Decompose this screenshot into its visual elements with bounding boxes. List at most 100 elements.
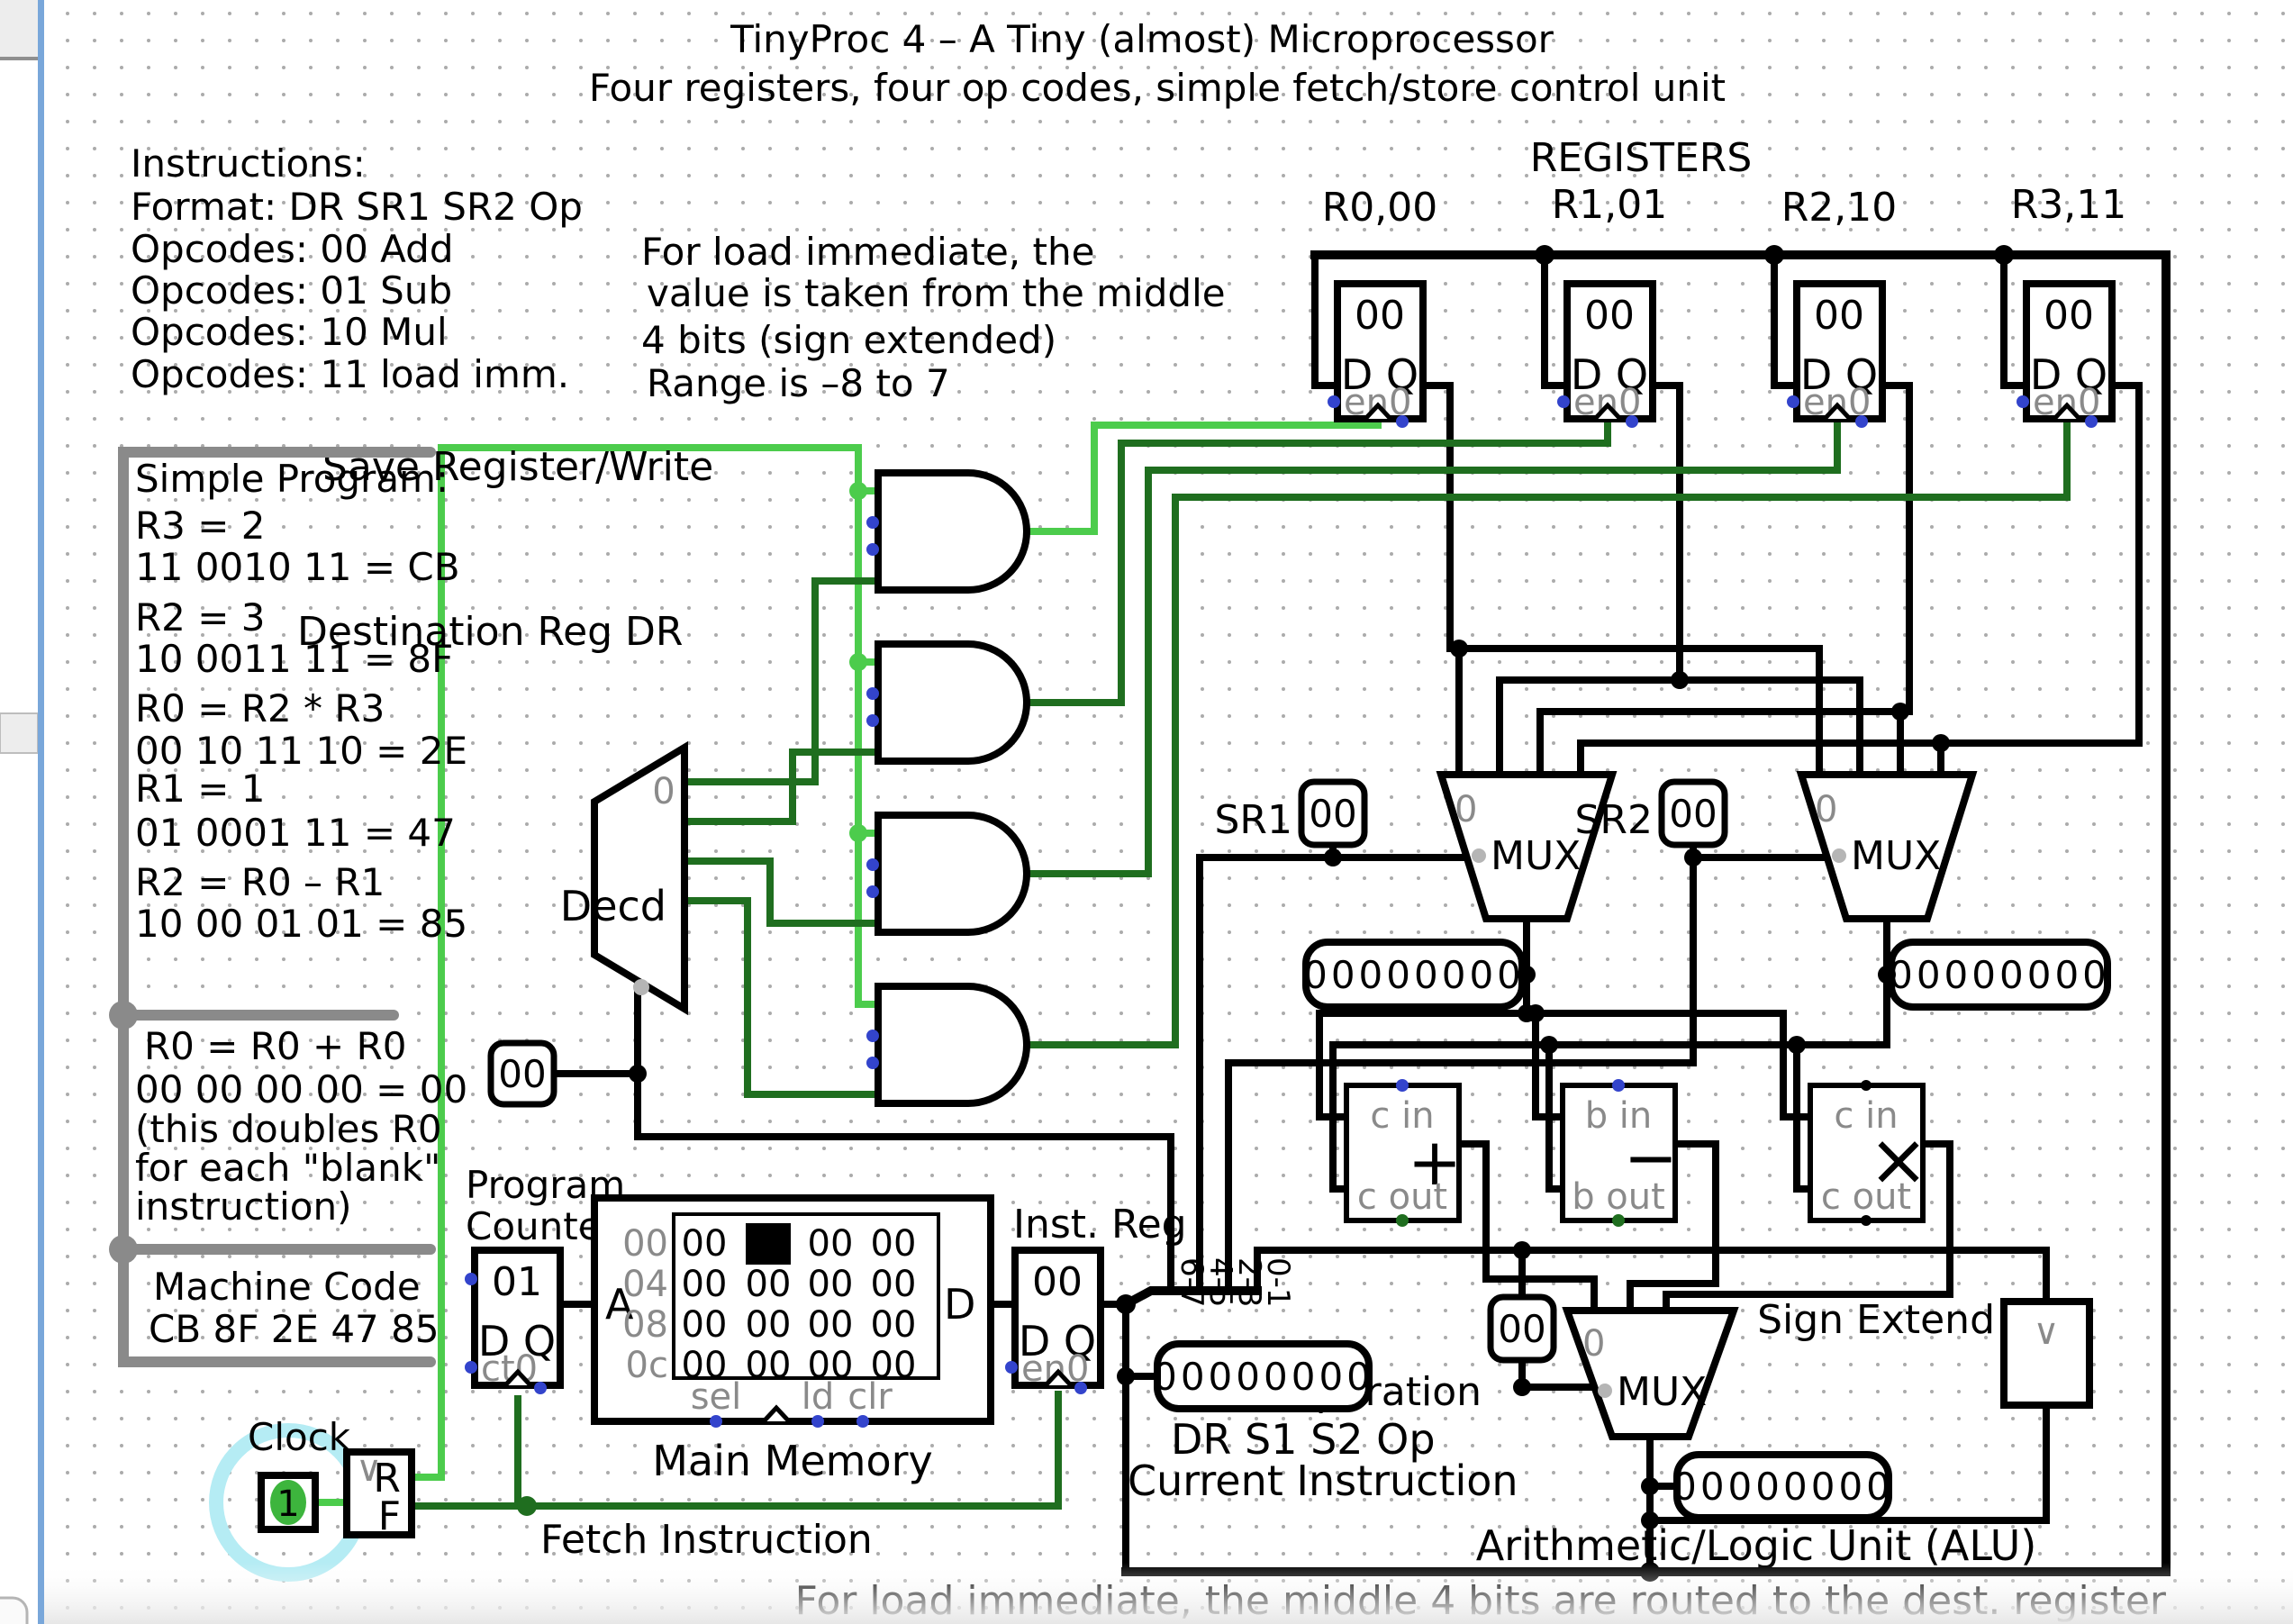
machine-code-heading: Machine Code — [153, 1265, 421, 1309]
floating-pin-dots — [465, 395, 2098, 1428]
and-gate-r2 — [875, 812, 1030, 936]
memory-cell[interactable]: 00 — [682, 1304, 728, 1346]
edge-detector: ∨ R F — [343, 1448, 415, 1539]
instructions-line: Opcodes: 11 load imm. — [131, 352, 569, 396]
ir-value: 00 — [1032, 1259, 1083, 1305]
memory-sel-label: sel — [691, 1376, 742, 1418]
sr1-mux-sel0: 0 — [1455, 789, 1477, 830]
memory-cell[interactable]: 00 — [871, 1264, 917, 1305]
memory-cell[interactable]: 00 — [871, 1304, 917, 1346]
decoder-select-constant[interactable]: 00 — [487, 1039, 557, 1108]
register-r0-pins: D Q — [1341, 350, 1418, 399]
sr1-label: SR1 — [1215, 797, 1293, 843]
memory-addr-2: 08 — [622, 1304, 668, 1346]
clock-input[interactable]: 1 — [258, 1472, 319, 1533]
imm-note-line: 4 bits (sign extended) — [641, 318, 1056, 362]
adder: c in + c out — [1344, 1083, 1462, 1223]
register-r3: 00 D Q en0 — [2023, 280, 2116, 423]
program-line: R0 = R2 * R3 — [135, 686, 385, 730]
instructions-note: Instructions: Format: DR SR1 SR2 Op Opco… — [131, 141, 583, 396]
register-r1-value: 00 — [1584, 293, 1635, 339]
sr2-mux-select-pin — [1832, 848, 1846, 863]
adder-cin-label: c in — [1370, 1095, 1434, 1137]
decoder: 0 Decd — [560, 740, 688, 1016]
program-heading: Simple Program: — [135, 457, 449, 501]
memory-cell[interactable]: 00 — [746, 1264, 792, 1305]
pc-clock-triangle — [503, 1368, 532, 1387]
sr1-mux-label: MUX — [1491, 833, 1581, 879]
program-line: R0 = R0 + R0 — [144, 1024, 407, 1068]
memory-table[interactable] — [672, 1212, 940, 1380]
imm-note-line: For load immediate, the — [641, 230, 1094, 274]
sr1-mux: 0 MUX — [1436, 771, 1618, 922]
sr2-select-constant[interactable]: 00 — [1658, 778, 1728, 848]
and-gate-r0 — [875, 469, 1030, 594]
memory-cell[interactable]: 00 — [746, 1304, 792, 1346]
memory-cell[interactable]: 00 — [871, 1345, 917, 1386]
sr1-select-constant[interactable]: 00 — [1298, 778, 1368, 848]
memory-cell[interactable]: 00 — [746, 1345, 792, 1386]
register-r2-value: 00 — [1814, 293, 1864, 339]
junction-dots — [517, 245, 2014, 1582]
alu-mux-select-pin — [1598, 1384, 1612, 1398]
memory-cell[interactable]: 00 — [682, 1264, 728, 1305]
scrollbar-corner[interactable] — [0, 1596, 29, 1624]
destination-reg-label: Destination Reg DR — [297, 609, 684, 655]
memory-cell[interactable]: 00 — [808, 1304, 854, 1346]
program-note: Simple Program: R3 = 2 11 0010 11 = CB R… — [135, 457, 467, 1351]
adder-cout-label: c out — [1357, 1176, 1447, 1218]
sr2-mux-sel0: 0 — [1815, 789, 1837, 830]
imm-note-line: value is taken from the middle — [647, 271, 1226, 315]
memory-cell-cursor[interactable] — [746, 1223, 791, 1265]
memory-cell[interactable]: 00 — [682, 1223, 728, 1265]
memory-cell[interactable]: 00 — [808, 1223, 854, 1265]
sign-extend: ∨ — [2000, 1298, 2093, 1409]
program-counter: 01 D Q ct0 — [471, 1247, 564, 1390]
alu-result-value: 00000000 — [1672, 1465, 1894, 1509]
decoder-select-pin — [633, 979, 649, 995]
memory-cell[interactable]: 00 — [682, 1345, 728, 1386]
sr2-bus-value: 00000000 — [1889, 953, 2110, 997]
memory-cell[interactable]: 00 — [808, 1264, 854, 1305]
window-bottom-fade — [43, 1563, 2293, 1624]
memory-clock-triangle — [762, 1404, 791, 1423]
memory-ld-label: ld — [802, 1376, 835, 1418]
register-r1-clock-triangle — [1593, 402, 1622, 421]
register-r1: 00 D Q en0 — [1563, 280, 1656, 423]
operation-constant[interactable]: 00 — [1487, 1293, 1557, 1364]
alu-unit-label: Arithmetic/Logic Unit (ALU) — [1476, 1521, 2037, 1570]
edge-detector-glyph: ∨ — [356, 1448, 382, 1490]
memory-clr-label: clr — [847, 1376, 893, 1418]
ir-clock-triangle — [1044, 1368, 1073, 1387]
register-r3-name: R3,11 — [2011, 182, 2127, 228]
instruction-fields-label: DR S1 S2 Op — [1171, 1415, 1436, 1464]
current-instruction-value: 00000000 — [1153, 1355, 1374, 1399]
splitter-bits-01: 0-1 — [1260, 1257, 1296, 1308]
multiplier: c in × c out — [1808, 1083, 1929, 1223]
and-gate-r1 — [875, 640, 1030, 765]
pc-pins: D Q — [478, 1317, 556, 1365]
clock-label: Clock — [248, 1415, 351, 1459]
memory-cell[interactable]: 00 — [871, 1223, 917, 1265]
ir-pins: D Q — [1019, 1317, 1096, 1365]
clock-state-oval — [270, 1480, 306, 1525]
load-immediate-note: For load immediate, the value is taken f… — [641, 230, 1226, 405]
ir-label: Inst. Reg — [1013, 1202, 1187, 1247]
program-line: for each "blank" — [135, 1146, 440, 1190]
multiplier-cout-label: c out — [1821, 1176, 1911, 1218]
memory-addr-pin: A — [605, 1280, 634, 1329]
sr1-bus-display: 00000000 — [1302, 939, 1526, 1011]
panel-divider[interactable] — [38, 0, 44, 1624]
registers-heading: REGISTERS — [1530, 135, 1753, 181]
sr1-bus-value: 00000000 — [1303, 953, 1525, 997]
program-line: 00 00 00 00 = 00 — [135, 1067, 467, 1111]
program-line: 00 10 11 10 = 2E — [135, 729, 467, 773]
memory-cell-selected[interactable]: ff — [756, 1223, 782, 1265]
sign-extend-glyph: ∨ — [2033, 1311, 2059, 1353]
memory-cell[interactable]: 00 — [808, 1345, 854, 1386]
instructions-line: Format: DR SR1 SR2 Op — [131, 185, 583, 229]
machine-code-value: CB 8F 2E 47 85 — [149, 1307, 440, 1351]
sr1-mux-select-pin — [1472, 848, 1486, 863]
register-r1-pins: D Q — [1571, 350, 1648, 399]
